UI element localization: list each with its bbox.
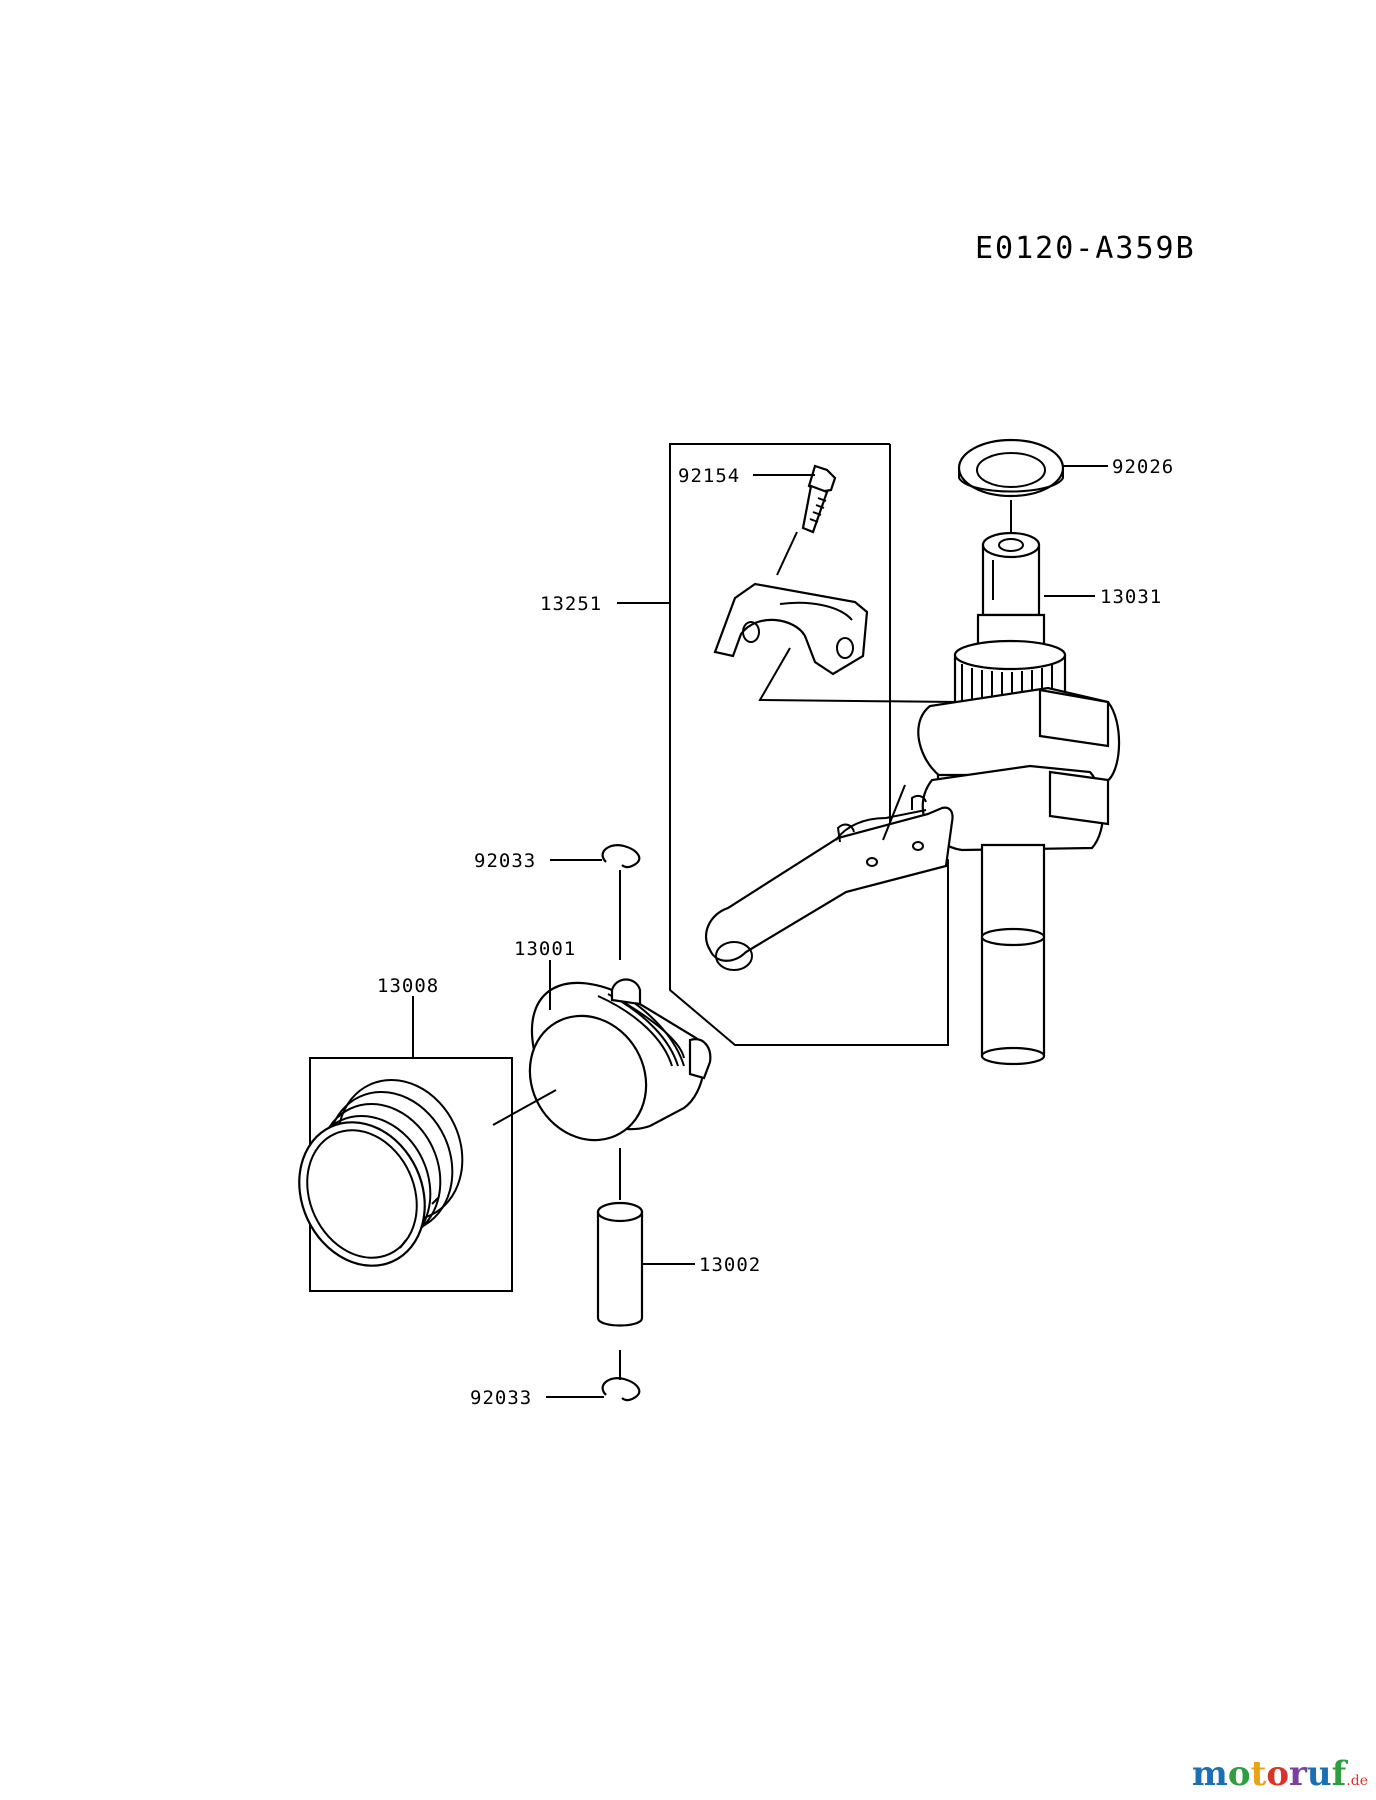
thrust-washer-92026: [957, 438, 1065, 498]
label-92154: 92154: [678, 465, 740, 487]
watermark-letter: o: [1227, 1754, 1251, 1794]
label-13008: 13008: [377, 975, 439, 997]
label-13031: 13031: [1100, 586, 1162, 608]
label-92033-bottom: 92033: [470, 1387, 532, 1409]
watermark-suffix: .de: [1346, 1773, 1368, 1789]
piston-13001: [528, 978, 712, 1142]
watermark-letter: m: [1191, 1754, 1228, 1794]
label-13002: 13002: [699, 1254, 761, 1276]
watermark-text: motoruf: [1192, 1754, 1346, 1794]
circlip-92033-bottom: [601, 1377, 641, 1402]
watermark-letter: r: [1289, 1754, 1307, 1794]
watermark-letter: u: [1306, 1754, 1332, 1794]
connecting-rod: [704, 794, 954, 971]
rod-bearing-cap: [713, 582, 869, 676]
piston-rings-13008: [298, 1078, 464, 1267]
label-13001: 13001: [514, 938, 576, 960]
watermark-letter: t: [1250, 1754, 1267, 1794]
circlip-92033-top: [601, 844, 641, 869]
watermark-logo: motoruf.de: [1192, 1754, 1368, 1794]
label-92033-top: 92033: [474, 850, 536, 872]
crankshaft-13031: [917, 531, 1121, 1066]
watermark-letter: f: [1331, 1754, 1347, 1794]
watermark-letter: o: [1266, 1754, 1289, 1794]
diagram-code: E0120-A359B: [975, 231, 1196, 266]
label-92026: 92026: [1112, 456, 1174, 478]
bolt-92154: [801, 464, 837, 534]
piston-pin-13002: [596, 1201, 644, 1327]
label-13251: 13251: [540, 593, 602, 615]
